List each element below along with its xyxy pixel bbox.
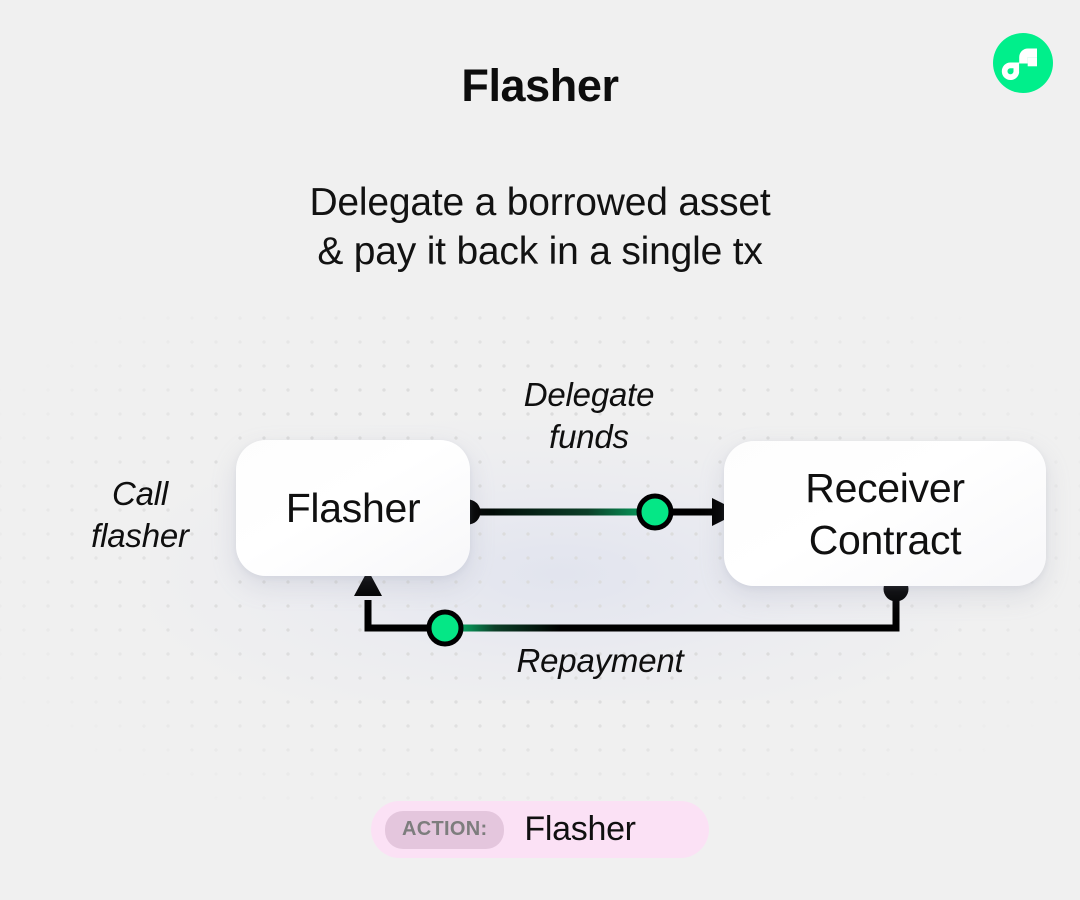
subtitle-line-1: Delegate a borrowed asset [309,181,771,224]
edge-label-delegate-funds: Delegate funds [458,374,720,458]
flow-logo-icon [993,33,1053,93]
edge-label-delegate-line-2: funds [549,418,629,455]
node-receiver-label-line-2: Contract [808,516,962,563]
edge-label-call-flasher: Call flasher [28,473,252,557]
subtitle-line-2: & pay it back in a single tx [317,230,763,273]
edge-label-call-line-2: flasher [91,517,189,554]
action-tag-label: ACTION: [385,810,505,849]
edge-label-call-line-1: Call [111,475,169,512]
node-receiver-contract-label: Receiver Contract [805,462,965,566]
node-receiver-label-line-1: Receiver [805,464,965,511]
node-receiver-contract[interactable]: Receiver Contract [724,441,1046,586]
delegate-flow-marker [636,493,674,531]
node-flasher-label: Flasher [285,485,421,531]
node-flasher[interactable]: Flasher [236,440,470,576]
action-value-label: Flasher [524,810,636,848]
action-pill[interactable]: ACTION: Flasher [371,801,709,858]
edge-label-repayment: Repayment [516,642,684,679]
page-title: Flasher [461,60,619,111]
edge-label-delegate-line-1: Delegate [523,376,655,413]
page-subtitle: Delegate a borrowed asset & pay it back … [0,178,1080,276]
edge-delegate-funds [455,493,740,531]
